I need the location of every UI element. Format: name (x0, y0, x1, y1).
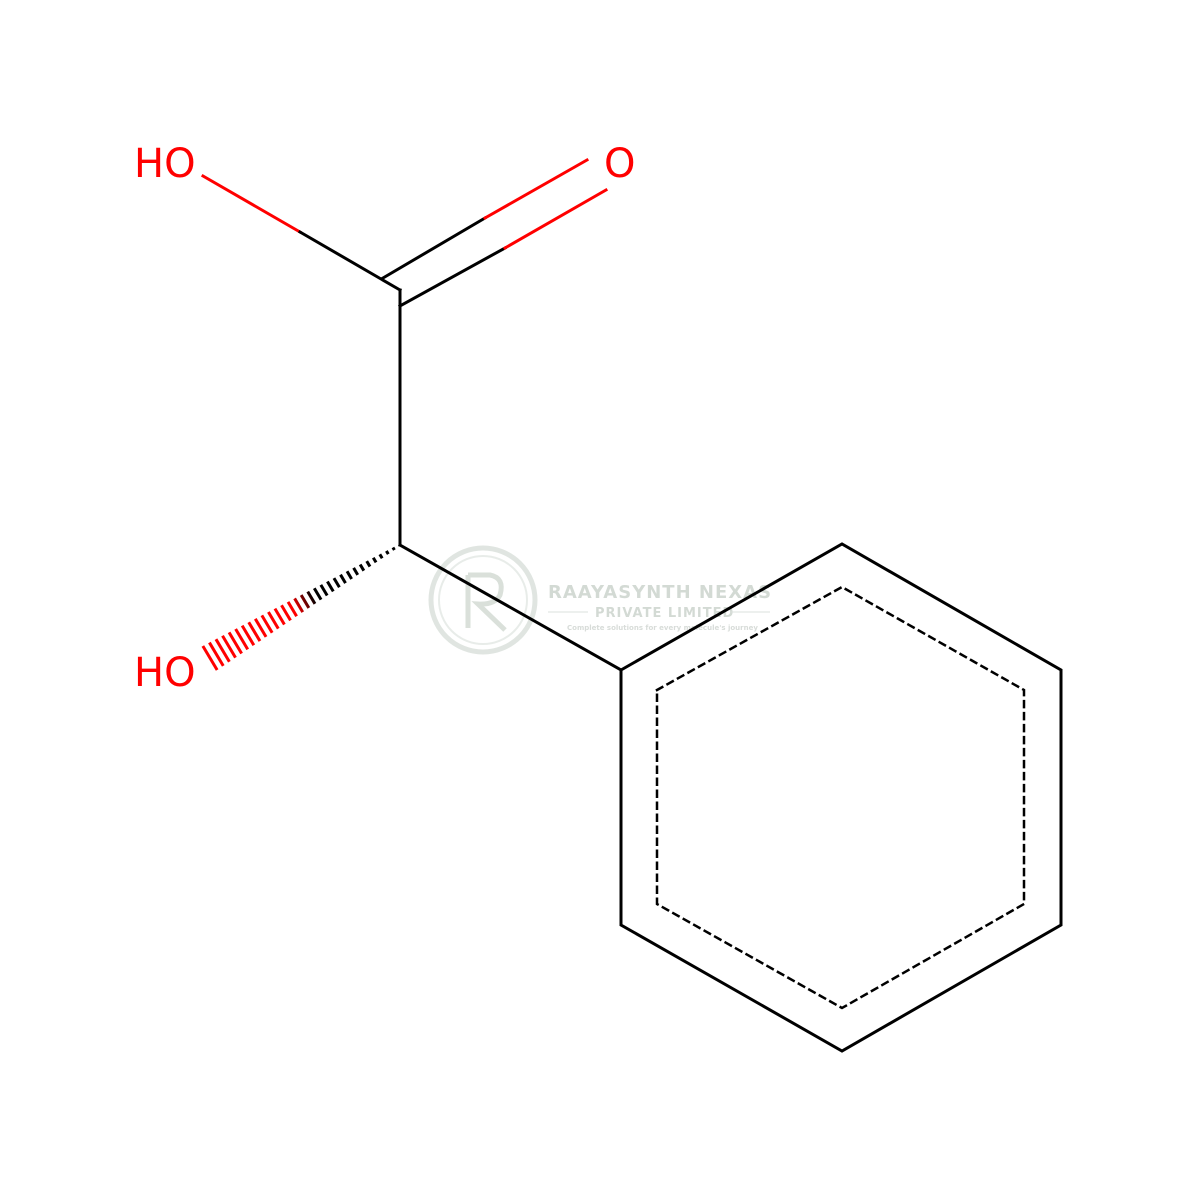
wedge-hash (332, 577, 341, 589)
wedge-hash (326, 580, 335, 593)
wedge-hash (267, 611, 280, 630)
wedge-hash (293, 597, 305, 613)
wedge-hash (273, 607, 286, 626)
wedge-hash (201, 645, 219, 671)
bond-acid-oh-black (297, 229, 403, 293)
benzene-ring-outer (619, 542, 1063, 1053)
wedge-hash (208, 641, 225, 667)
bonds (200, 157, 1063, 1053)
wedge-hash (286, 601, 298, 617)
wedge-hash (234, 628, 250, 651)
wedge-hash (247, 621, 262, 642)
wedge-hash (352, 567, 360, 576)
bond-alpha-phenyl (397, 542, 624, 673)
hashed-wedge-bond (201, 546, 396, 671)
bond-carbonyl-1-black (380, 215, 488, 281)
bond-carbonyl-2-red (502, 187, 609, 251)
atom-acid-oh: HO (134, 141, 196, 187)
wedge-hash (319, 584, 329, 597)
wedge-hash (253, 618, 268, 638)
atom-alpha-oh: HO (134, 650, 196, 696)
benzene-ring-aromatic (655, 585, 1026, 1010)
wedge-hash (345, 570, 353, 580)
wedge-hash (358, 563, 366, 572)
wedge-hash (378, 553, 384, 560)
wedge-hash (385, 550, 390, 555)
wedge-hash (227, 631, 243, 655)
wedge-hash (299, 594, 311, 609)
wedge-hash (240, 624, 256, 646)
watermark-company: RAAYASYNTH NEXAS (548, 582, 772, 603)
wedge-hash (260, 614, 274, 634)
wedge-hash (306, 590, 317, 605)
wedge-hash (365, 560, 372, 568)
wedge-hash (214, 638, 231, 663)
watermark-tagline: Complete solutions for every molecule's … (567, 624, 758, 632)
atom-carbonyl-o: O (604, 141, 635, 187)
wedge-hash (391, 546, 396, 551)
wedge-hash (312, 587, 323, 601)
wedge-hash (221, 635, 237, 659)
bond-acid-oh-red (200, 173, 303, 235)
watermark-logo-icon (428, 545, 538, 655)
wedge-hash (339, 573, 347, 584)
watermark: RAAYASYNTH NEXAS PRIVATE LIMITED Complet… (428, 545, 772, 655)
wedge-hash (280, 604, 292, 622)
wedge-hash (371, 556, 378, 564)
watermark-suffix: PRIVATE LIMITED (595, 606, 734, 621)
bond-carbonyl-2-black (397, 245, 508, 309)
bond-carbonyl-1-red (482, 157, 590, 221)
